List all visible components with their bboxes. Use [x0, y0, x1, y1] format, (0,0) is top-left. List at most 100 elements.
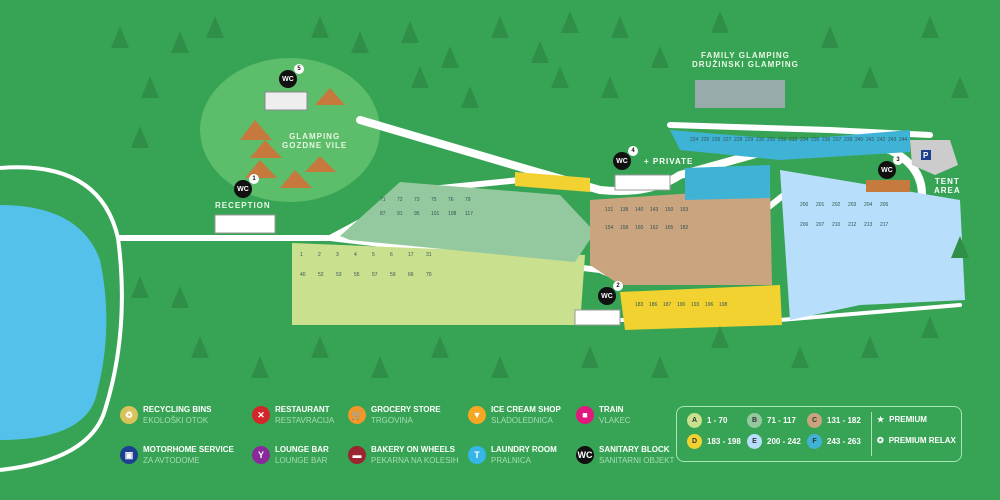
plot-number[interactable]: 31	[426, 252, 432, 258]
zone-c-area	[590, 188, 772, 285]
plot-number[interactable]: 196	[705, 302, 714, 308]
plot-number[interactable]: 162	[650, 225, 659, 231]
plot-number[interactable]: 224	[690, 137, 699, 143]
tree-icon	[311, 336, 329, 358]
plot-number[interactable]: 227	[723, 137, 732, 143]
plot-number[interactable]: 138	[620, 207, 629, 213]
plot-number[interactable]: 200	[800, 202, 809, 208]
plot-number[interactable]: 108	[448, 211, 457, 217]
plot-number[interactable]: 4	[354, 252, 357, 258]
legend-label: LAUNDRY ROOM	[491, 445, 557, 454]
plot-number[interactable]: 1	[300, 252, 303, 258]
legend-label: LOUNGE BAR	[275, 445, 329, 454]
plot-number[interactable]: 206	[800, 222, 809, 228]
plot-number[interactable]: 2	[318, 252, 321, 258]
plot-number[interactable]: 241	[866, 137, 875, 143]
plot-number[interactable]: 55	[354, 272, 360, 278]
plot-number[interactable]: 217	[880, 222, 889, 228]
plot-number[interactable]: 154	[605, 225, 614, 231]
plot-number[interactable]: 153	[680, 207, 689, 213]
plot-number[interactable]: 101	[431, 211, 440, 217]
plot-number[interactable]: 52	[318, 272, 324, 278]
plot-number[interactable]: 131	[605, 207, 614, 213]
plot-number[interactable]: 70	[426, 272, 432, 278]
plot-number[interactable]: 244	[899, 137, 908, 143]
tree-icon	[351, 31, 369, 53]
tree-icon	[791, 346, 809, 368]
train-icon: ■	[576, 406, 594, 424]
plot-number[interactable]: 117	[465, 211, 473, 217]
plot-number[interactable]: 243	[888, 137, 897, 143]
plot-number[interactable]: 210	[832, 222, 841, 228]
plot-number[interactable]: 230	[756, 137, 765, 143]
plot-number[interactable]: 235	[811, 137, 820, 143]
plot-number[interactable]: 226	[712, 137, 721, 143]
restaurant-icon: ✕	[252, 406, 270, 424]
plot-number[interactable]: 150	[665, 207, 674, 213]
plot-number[interactable]: 240	[855, 137, 864, 143]
plot-number[interactable]: 213	[864, 222, 873, 228]
plot-number[interactable]: 239	[844, 137, 853, 143]
plot-number[interactable]: 187	[663, 302, 672, 308]
grocery-cart-icon: 🛒	[348, 406, 366, 424]
plot-number[interactable]: 71	[380, 197, 386, 203]
plot-number[interactable]: 231	[767, 137, 776, 143]
plot-number[interactable]: 242	[877, 137, 886, 143]
plot-number[interactable]: 5	[372, 252, 375, 258]
plot-number[interactable]: 160	[635, 225, 644, 231]
plot-number[interactable]: 91	[397, 211, 403, 217]
plot-number[interactable]: 186	[649, 302, 658, 308]
tree-icon	[401, 21, 419, 43]
plot-number[interactable]: 205	[880, 202, 889, 208]
plot-number[interactable]: 140	[635, 207, 644, 213]
plot-number[interactable]: 204	[864, 202, 873, 208]
plot-number[interactable]: 87	[380, 211, 386, 217]
parking-sign	[921, 150, 931, 160]
plot-number[interactable]: 229	[745, 137, 754, 143]
plot-number[interactable]: 72	[397, 197, 403, 203]
plot-number[interactable]: 3	[336, 252, 339, 258]
plot-number[interactable]: 183	[635, 302, 644, 308]
zone-range: 131 - 182	[827, 416, 861, 425]
plot-number[interactable]: 143	[650, 207, 659, 213]
plot-number[interactable]: 202	[832, 202, 841, 208]
plot-number[interactable]: 234	[800, 137, 809, 143]
plot-number[interactable]: 203	[848, 202, 857, 208]
plot-number[interactable]: 193	[691, 302, 700, 308]
plot-number[interactable]: 212	[848, 222, 857, 228]
premium-legend: ★PREMIUM	[877, 415, 927, 424]
plot-number[interactable]: 207	[816, 222, 825, 228]
plot-number[interactable]: 59	[390, 272, 396, 278]
plot-number[interactable]: 233	[789, 137, 798, 143]
plot-number[interactable]: 40	[300, 272, 306, 278]
plot-number[interactable]: 79	[465, 197, 471, 203]
plot-number[interactable]: 190	[677, 302, 686, 308]
plot-number[interactable]: 201	[816, 202, 825, 208]
plot-number[interactable]: 66	[408, 272, 414, 278]
plot-number[interactable]: 228	[734, 137, 743, 143]
plot-number[interactable]: 73	[414, 197, 420, 203]
plot-number[interactable]: 95	[414, 211, 420, 217]
plot-number[interactable]: 225	[701, 137, 710, 143]
plot-number[interactable]: 237	[833, 137, 842, 143]
plot-number[interactable]: 75	[431, 197, 437, 203]
plot-number[interactable]: 158	[620, 225, 629, 231]
plot-number[interactable]: 17	[408, 252, 414, 258]
plot-number[interactable]: 53	[336, 272, 342, 278]
plot-number[interactable]: 236	[822, 137, 831, 143]
plot-number[interactable]: 76	[448, 197, 454, 203]
plot-number[interactable]: 6	[390, 252, 393, 258]
zone-b-area	[340, 182, 595, 262]
plot-number[interactable]: 198	[719, 302, 728, 308]
plot-number[interactable]: 165	[665, 225, 674, 231]
plot-number[interactable]: 232	[778, 137, 787, 143]
plot-number[interactable]: 182	[680, 225, 689, 231]
plot-number[interactable]: 57	[372, 272, 378, 278]
